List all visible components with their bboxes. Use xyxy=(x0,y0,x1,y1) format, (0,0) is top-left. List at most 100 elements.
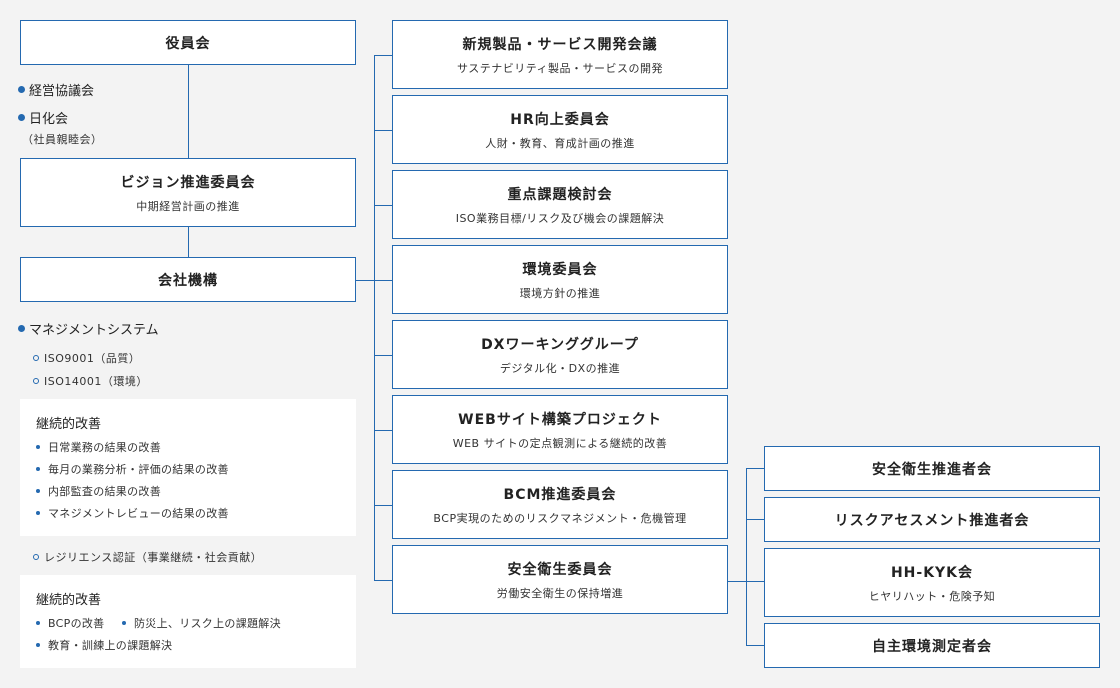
connector-vision-org xyxy=(188,226,189,257)
committee-box: DXワーキンググループ デジタル化・DXの推進 xyxy=(392,320,728,389)
ring-bullet-icon xyxy=(33,378,39,384)
committee-title: 重点課題検討会 xyxy=(507,186,613,203)
committee-title: 環境委員会 xyxy=(522,261,598,278)
safety-title: HH-KYK会 xyxy=(890,564,974,581)
mgmt-label: マネジメントシステム xyxy=(29,323,159,338)
ring-bullet-icon xyxy=(33,554,39,560)
improve-heading: 継続的改善 xyxy=(36,593,102,608)
branch-5 xyxy=(374,430,392,431)
small-dot-icon xyxy=(36,621,40,625)
safety-title: 自主環境測定者会 xyxy=(872,638,992,655)
safety-title: リスクアセスメント推進者会 xyxy=(834,512,1030,529)
small-dot-icon xyxy=(36,467,40,471)
committee-title: BCM推進委員会 xyxy=(503,486,617,503)
meeting-label: 経営協議会 xyxy=(29,84,95,99)
improve-text: 毎月の業務分析・評価の結果の改善 xyxy=(48,463,229,476)
meeting-note: （社員親睦会） xyxy=(22,133,103,146)
committee-box: BCM推進委員会 BCP実現のためのリスクマネジメント・危機管理 xyxy=(392,470,728,539)
committee-title: HR向上委員会 xyxy=(510,111,610,128)
branch-4 xyxy=(374,355,392,356)
safety-box: リスクアセスメント推進者会 xyxy=(764,497,1100,542)
vision-title: ビジョン推進委員会 xyxy=(120,174,256,191)
committee-sub: WEB サイトの定点観測による継続的改善 xyxy=(452,436,668,450)
safety-box: 安全衛生推進者会 xyxy=(764,446,1100,491)
board-box: 役員会 xyxy=(20,20,356,65)
improve-text: 教育・訓練上の課題解決 xyxy=(48,639,173,652)
improve-panel: 継続的改善 日常業務の結果の改善 毎月の業務分析・評価の結果の改善 内部監査の結… xyxy=(20,399,356,536)
committee-sub: サステナビリティ製品・サービスの開発 xyxy=(456,61,664,75)
vision-sub: 中期経営計画の推進 xyxy=(136,199,240,213)
branch-0 xyxy=(374,55,392,56)
improve-item: BCPの改善 xyxy=(36,615,104,631)
committee-sub: ISO業務目標/リスク及び機会の課題解決 xyxy=(455,211,665,225)
committee-box: 重点課題検討会 ISO業務目標/リスク及び機会の課題解決 xyxy=(392,170,728,239)
improve-panel-2: 継続的改善 BCPの改善 防災上、リスク上の課題解決 教育・訓練上の課題解決 xyxy=(20,575,356,668)
meeting-label: 日化会 xyxy=(29,112,69,127)
improve-text: 内部監査の結果の改善 xyxy=(48,485,161,498)
improve-item: 防災上、リスク上の課題解決 xyxy=(122,615,281,631)
improve-heading: 継続的改善 xyxy=(36,417,102,432)
committee-box: HR向上委員会 人財・教育、育成計画の推進 xyxy=(392,95,728,164)
safety-branch-1 xyxy=(746,519,764,520)
improve-item: 内部監査の結果の改善 xyxy=(36,483,161,499)
committee-title: WEBサイト構築プロジェクト xyxy=(458,411,662,428)
connector-safety-h xyxy=(727,581,747,582)
small-dot-icon xyxy=(36,643,40,647)
improve-text: 防災上、リスク上の課題解決 xyxy=(134,617,281,630)
iso-item: ISO9001（品質） xyxy=(33,350,140,366)
iso-item: ISO14001（環境） xyxy=(33,373,148,389)
small-dot-icon xyxy=(36,445,40,449)
ring-bullet-icon xyxy=(33,355,39,361)
committee-title: 新規製品・サービス開発会議 xyxy=(462,36,658,53)
safety-branch-3 xyxy=(746,645,764,646)
small-dot-icon xyxy=(36,489,40,493)
improve-item: 毎月の業務分析・評価の結果の改善 xyxy=(36,461,229,477)
committee-sub: 環境方針の推進 xyxy=(519,286,601,300)
improve-item: 日常業務の結果の改善 xyxy=(36,439,161,455)
resilience-label: レジリエンス認証（事業継続・社会貢献） xyxy=(44,551,263,564)
improve-item: 教育・訓練上の課題解決 xyxy=(36,637,172,653)
committee-title: DXワーキンググループ xyxy=(481,336,639,353)
meeting-item: 日化会 xyxy=(18,108,68,127)
connector-safety-trunk xyxy=(746,468,747,646)
connector-committee-trunk xyxy=(374,55,375,581)
bullet-dot-icon xyxy=(18,86,25,93)
mgmt-label-row: マネジメントシステム xyxy=(18,319,159,338)
vision-box: ビジョン推進委員会 中期経営計画の推進 xyxy=(20,158,356,227)
org-title: 会社機構 xyxy=(158,272,218,289)
branch-7 xyxy=(374,580,392,581)
committee-title: 安全衛生委員会 xyxy=(507,561,613,578)
committee-sub: 人財・教育、育成計画の推進 xyxy=(485,136,635,150)
iso-label: ISO9001（品質） xyxy=(44,352,141,365)
committee-box: 安全衛生委員会 労働安全衛生の保持増進 xyxy=(392,545,728,614)
committee-box: 新規製品・サービス開発会議 サステナビリティ製品・サービスの開発 xyxy=(392,20,728,89)
org-box: 会社機構 xyxy=(20,257,356,302)
improve-text: マネジメントレビューの結果の改善 xyxy=(48,507,229,520)
committee-sub: BCP実現のためのリスクマネジメント・危機管理 xyxy=(433,511,687,525)
safety-sub: ヒヤリハット・危険予知 xyxy=(868,589,996,603)
small-dot-icon xyxy=(36,511,40,515)
small-dot-icon xyxy=(122,621,126,625)
board-title: 役員会 xyxy=(165,35,211,52)
connector-board-vision xyxy=(188,64,189,158)
committee-box: 環境委員会 環境方針の推進 xyxy=(392,245,728,314)
iso-label: ISO14001（環境） xyxy=(44,375,148,388)
committee-sub: デジタル化・DXの推進 xyxy=(499,361,621,375)
committee-box: WEBサイト構築プロジェクト WEB サイトの定点観測による継続的改善 xyxy=(392,395,728,464)
improve-item: マネジメントレビューの結果の改善 xyxy=(36,505,229,521)
bullet-dot-icon xyxy=(18,114,25,121)
branch-1 xyxy=(374,130,392,131)
safety-box: 自主環境測定者会 xyxy=(764,623,1100,668)
meeting-item: 経営協議会 xyxy=(18,80,94,99)
improve-text: BCPの改善 xyxy=(48,617,105,630)
safety-box: HH-KYK会 ヒヤリハット・危険予知 xyxy=(764,548,1100,617)
committee-sub: 労働安全衛生の保持増進 xyxy=(496,586,624,600)
safety-branch-2 xyxy=(746,581,764,582)
branch-6 xyxy=(374,505,392,506)
improve-text: 日常業務の結果の改善 xyxy=(48,441,161,454)
bullet-dot-icon xyxy=(18,325,25,332)
resilience-item: レジリエンス認証（事業継続・社会貢献） xyxy=(33,549,262,565)
safety-branch-0 xyxy=(746,468,764,469)
safety-title: 安全衛生推進者会 xyxy=(872,461,992,478)
branch-3 xyxy=(374,280,392,281)
